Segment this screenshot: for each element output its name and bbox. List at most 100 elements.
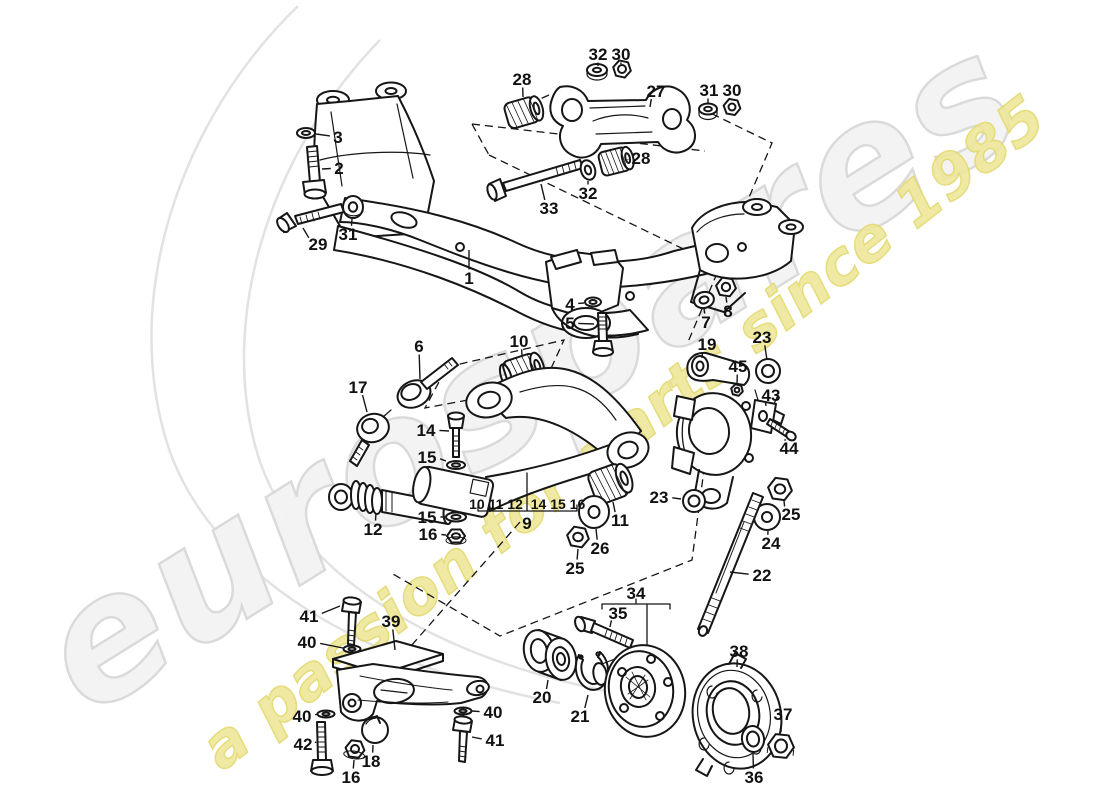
- diagram-parts: [276, 59, 804, 777]
- washer-15-upper: [446, 460, 466, 470]
- cap-18: [361, 715, 389, 744]
- nut-37: [766, 733, 795, 759]
- part-label-33: 33: [540, 199, 559, 218]
- washer-26: [578, 495, 610, 529]
- washer-31-upper: [698, 102, 718, 121]
- part-label-14: 14: [417, 421, 436, 440]
- leader-line: [578, 322, 595, 325]
- part-label-1: 1: [464, 269, 473, 288]
- leader-line: [418, 354, 421, 380]
- part-label-16: 16: [342, 768, 361, 787]
- bolt-42: [310, 721, 334, 776]
- part-label-10: 10: [510, 332, 529, 351]
- leader-line: [612, 501, 616, 513]
- leader-line: [441, 533, 447, 536]
- part-label-30: 30: [612, 45, 631, 64]
- part-label-31: 31: [339, 225, 358, 244]
- leader-line: [361, 394, 368, 413]
- part-label-10-11-12: 10 11 12: [469, 496, 523, 512]
- part-label-39: 39: [382, 612, 401, 631]
- washer-32-upper: [586, 63, 608, 81]
- leader-line: [392, 629, 396, 651]
- bolt-41-right: [452, 715, 473, 763]
- bolt-29: [276, 203, 345, 234]
- bolt-5: [592, 312, 614, 357]
- leader-line: [609, 620, 613, 628]
- part-label-14-15-16: 14 15 16: [531, 496, 586, 512]
- cross-member-1: [313, 81, 804, 339]
- washer-4: [584, 296, 602, 308]
- part-label-28: 28: [632, 149, 651, 168]
- washer-24: [753, 503, 781, 531]
- nut-8: [715, 276, 737, 298]
- part-label-29: 29: [309, 235, 328, 254]
- leader-line: [764, 402, 767, 407]
- leader-line: [545, 679, 549, 690]
- part-label-8: 8: [723, 302, 732, 321]
- part-label-18: 18: [362, 752, 381, 771]
- washer-7: [693, 290, 715, 310]
- leader-line: [439, 458, 447, 462]
- bolt-14: [447, 411, 465, 458]
- leader-line: [350, 218, 353, 226]
- leader-line: [374, 512, 377, 521]
- nut-30-right: [722, 97, 742, 117]
- part-label-40: 40: [293, 707, 312, 726]
- washer-32-mid: [579, 159, 597, 181]
- part-label-27: 27: [647, 82, 666, 101]
- bolt-6: [396, 357, 459, 409]
- screw-44: [766, 418, 797, 442]
- group-34-bracket: [601, 598, 671, 646]
- part-label-40: 40: [298, 633, 317, 652]
- part-label-31: 31: [700, 81, 719, 100]
- part-label-2: 2: [334, 159, 343, 178]
- washer-3: [296, 127, 316, 139]
- leader-line: [764, 345, 768, 361]
- leader-line: [576, 548, 579, 560]
- part-label-36: 36: [745, 768, 764, 787]
- part-label-22: 22: [753, 566, 772, 585]
- leader-line: [672, 497, 682, 500]
- washer-23-upper: [755, 358, 781, 384]
- part-label-23: 23: [650, 488, 669, 507]
- ball-joint-17: [349, 409, 392, 467]
- leader-line: [439, 429, 450, 432]
- part-label-35: 35: [609, 604, 628, 623]
- washer-23-lower: [682, 489, 706, 513]
- part-label-28: 28: [513, 70, 532, 89]
- leader-line: [321, 167, 331, 170]
- leader-line: [471, 710, 480, 713]
- part-label-15: 15: [418, 508, 437, 527]
- part-label-20: 20: [533, 688, 552, 707]
- part-label-11: 11: [611, 511, 629, 530]
- part-label-23: 23: [753, 328, 772, 347]
- wheel-bearing-20: [522, 629, 578, 681]
- part-label-12: 12: [364, 520, 383, 539]
- nut-16-upper: [445, 528, 467, 545]
- leader-line: [302, 227, 310, 239]
- leader-line: [780, 722, 783, 733]
- part-label-32: 32: [589, 45, 608, 64]
- leader-line: [783, 500, 786, 507]
- part-label-26: 26: [591, 539, 610, 558]
- washer-40-left: [342, 644, 362, 654]
- leader-line: [314, 713, 318, 716]
- nut-25-mid: [566, 525, 590, 549]
- part-label-15: 15: [418, 448, 437, 467]
- part-label-19: 19: [698, 335, 717, 354]
- leader-line: [649, 98, 652, 108]
- part-label-43: 43: [762, 386, 781, 405]
- leader-line: [320, 642, 344, 649]
- wheel-hub-34: [592, 644, 687, 738]
- part-label-32: 32: [579, 184, 598, 203]
- leader-line: [725, 296, 728, 303]
- part-label-25: 25: [782, 505, 801, 524]
- part-label-37: 37: [774, 705, 793, 724]
- wheel-carrier-19: [671, 351, 754, 510]
- nut-30-upper: [612, 59, 632, 79]
- bolt-2: [302, 145, 327, 200]
- stabilizer-link-22: [697, 492, 764, 637]
- part-label-41: 41: [300, 607, 319, 626]
